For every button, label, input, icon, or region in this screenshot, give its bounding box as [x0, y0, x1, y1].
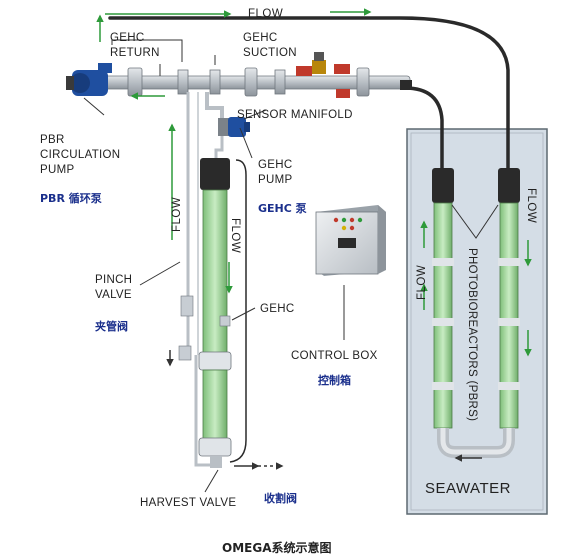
pbr-pump-label-cn: PBR 循环泵: [40, 191, 102, 205]
pbr-pump-label-line2: CIRCULATION: [40, 149, 120, 161]
control-box-label: CONTROL BOX: [291, 350, 378, 362]
gehc-suction-label-line1: GEHC: [243, 32, 277, 44]
gehc-return-label-line2: RETURN: [110, 47, 160, 59]
photobioreactors-label: PHOTOBIOREACTORS (PBRS): [466, 248, 478, 421]
flow-top-label: FLOW: [248, 8, 283, 20]
manifold-pipe: [79, 67, 412, 97]
control-box: [315, 205, 386, 276]
pbr-pump-label-line3: PUMP: [40, 164, 74, 176]
gehc-pump-label-line2: PUMP: [258, 174, 292, 186]
manifold-valves: [296, 52, 350, 98]
pinch-valve: [178, 295, 194, 361]
gehc-label: GEHC: [260, 303, 294, 315]
diagram-caption: OMEGA系统示意图: [222, 540, 331, 555]
seawater-label: SEAWATER: [425, 480, 511, 497]
flow-pbr-right-label: FLOW: [525, 188, 537, 223]
harvest-valve-label-cn: 收割阀: [264, 491, 297, 505]
photobioreactor-left: [432, 168, 454, 429]
flow-pbr-left-label: FLOW: [416, 265, 428, 300]
gehc-pump-label-line1: GEHC: [258, 159, 292, 171]
pinch-valve-label-line1: PINCH: [95, 274, 132, 286]
pbr-circulation-pump: [66, 63, 112, 96]
gehc-column: [198, 158, 232, 468]
flow-arrows: [96, 8, 532, 470]
pinch-valve-label-cn: 夹管阀: [95, 319, 128, 333]
pbr-pump-label-line1: PBR: [40, 134, 65, 146]
leader-lines: [83, 39, 499, 493]
gehc-return-label-line1: GEHC: [110, 32, 144, 44]
pbr-u-bend: [437, 428, 515, 458]
gehc-pump-label-cn: GEHC 泵: [258, 202, 307, 215]
photobioreactor-right: [498, 168, 520, 429]
flow-column-label: FLOW: [229, 218, 241, 253]
flow-left-label: FLOW: [171, 197, 183, 232]
gehc-suction-label-line2: SUCTION: [243, 47, 297, 59]
harvest-valve-label: HARVEST VALVE: [140, 497, 236, 509]
pinch-valve-label-line2: VALVE: [95, 289, 132, 301]
control-box-label-cn: 控制箱: [318, 373, 351, 387]
sensor-manifold-label: SENSOR MANIFOLD: [237, 109, 353, 121]
